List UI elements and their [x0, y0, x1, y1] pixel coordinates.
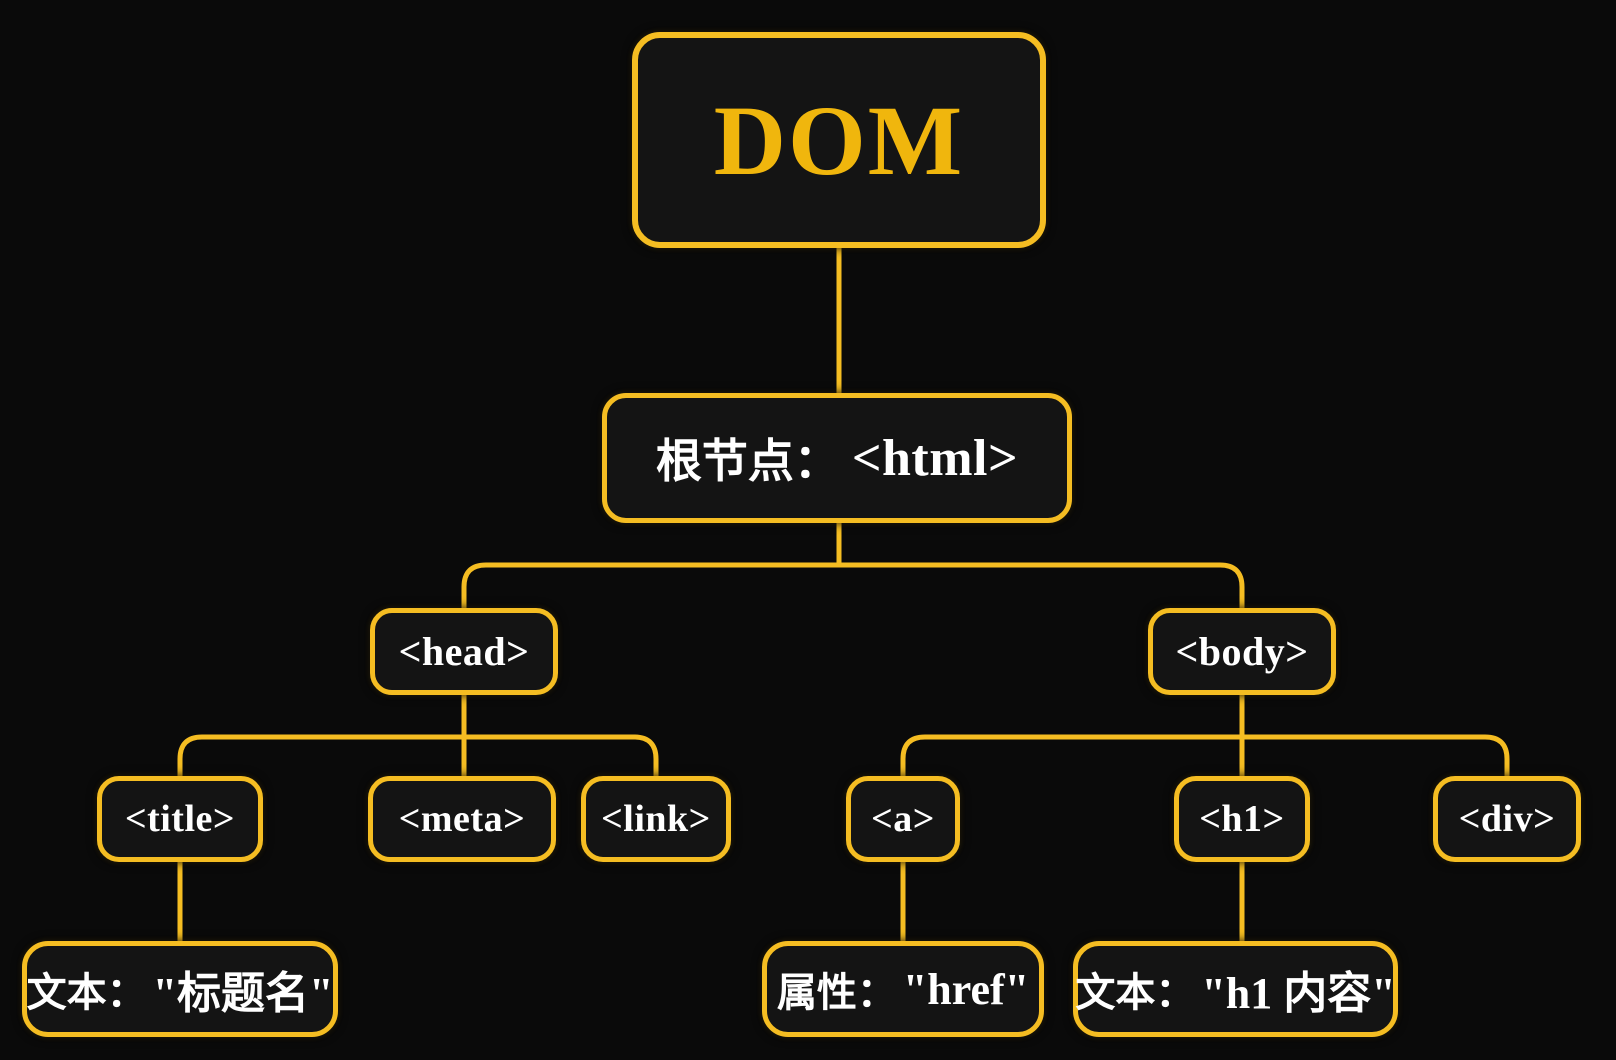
- dom-label: DOM: [713, 84, 965, 196]
- node-dom: DOM: [632, 32, 1046, 248]
- title-text-value-label: "标题名": [152, 969, 334, 1018]
- node-body: <body>: [1148, 608, 1336, 695]
- node-meta: <meta>: [368, 776, 556, 862]
- edge-body-children-bracket: [900, 734, 1510, 776]
- node-h1: <h1>: [1174, 776, 1310, 862]
- html-tag-label: <html>: [851, 429, 1019, 487]
- div-tag-label: <div>: [1458, 798, 1556, 840]
- title-text-prefix-label: 文本：: [26, 971, 147, 1015]
- a-attr-value-label: "href": [902, 964, 1030, 1014]
- title-tag-label: <title>: [124, 798, 236, 840]
- h1-text-prefix-label: 文本：: [1075, 971, 1196, 1015]
- a-attr-prefix-label: 属性：: [776, 971, 897, 1015]
- link-tag-label: <link>: [601, 798, 711, 840]
- body-tag-label: <body>: [1175, 629, 1309, 674]
- node-link: <link>: [581, 776, 731, 862]
- node-title-text: 文本： "标题名": [22, 941, 338, 1037]
- h1-tag-label: <h1>: [1199, 798, 1285, 840]
- node-a: <a>: [846, 776, 960, 862]
- a-tag-label: <a>: [871, 798, 935, 840]
- node-title: <title>: [97, 776, 263, 862]
- h1-text-value-label: "h1 内容": [1201, 969, 1396, 1018]
- node-div: <div>: [1433, 776, 1581, 862]
- node-a-attribute: 属性： "href": [762, 941, 1044, 1037]
- node-h1-text: 文本： "h1 内容": [1073, 941, 1398, 1037]
- head-tag-label: <head>: [398, 629, 530, 674]
- meta-tag-label: <meta>: [398, 798, 526, 840]
- node-head: <head>: [370, 608, 558, 695]
- edge-head-children-bracket: [177, 734, 659, 776]
- html-root-prefix-label: 根节点：: [655, 435, 840, 487]
- node-html-root: 根节点： <html>: [602, 393, 1072, 523]
- edge-html-children-bracket: [461, 562, 1245, 608]
